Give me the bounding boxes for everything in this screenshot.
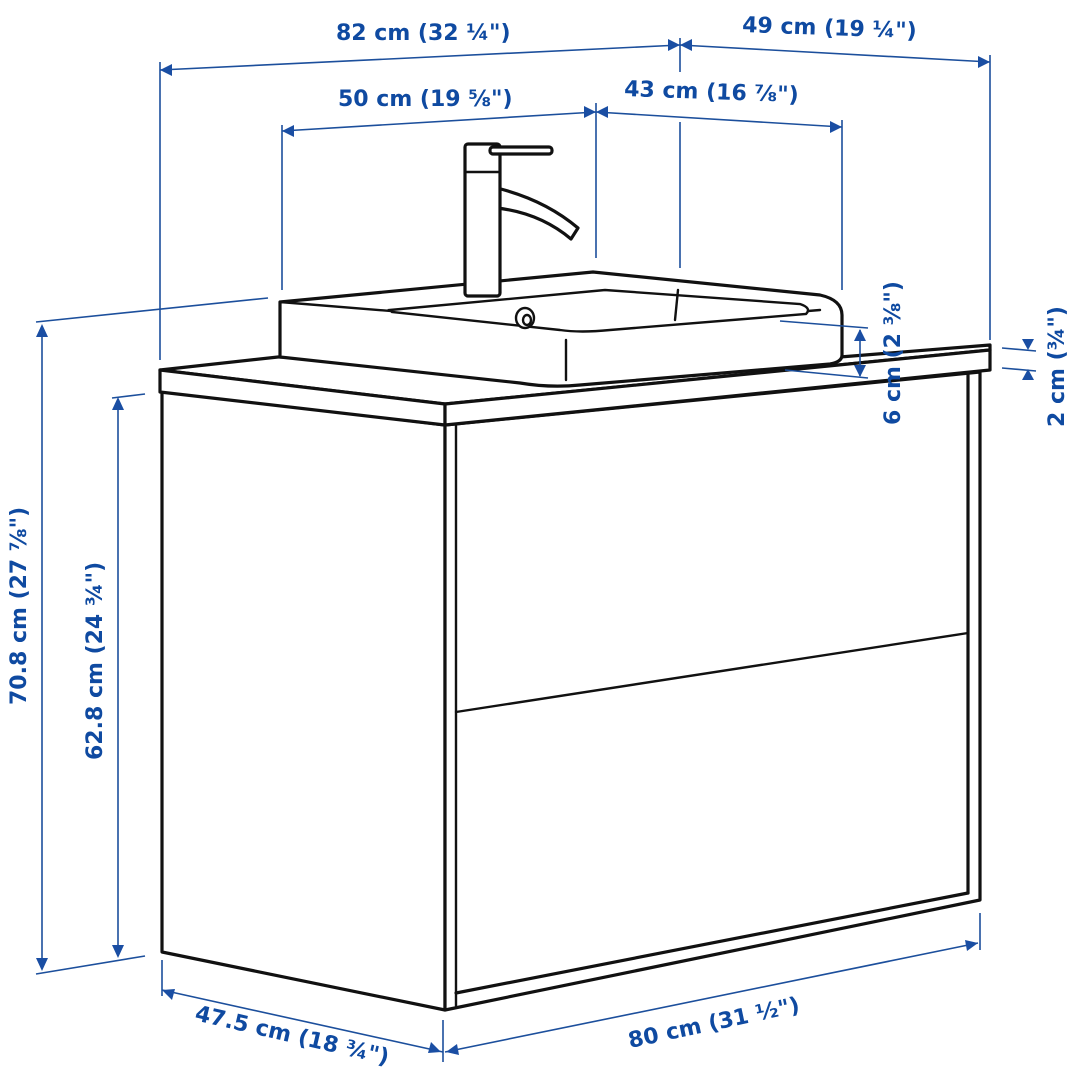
arrow-icon	[112, 945, 124, 958]
arrow-icon	[160, 64, 172, 76]
arrow-icon	[428, 1042, 441, 1053]
cabinet	[160, 370, 982, 1012]
overall-width-dimension-line	[159, 44, 681, 71]
arrow-icon	[854, 365, 866, 377]
total-height-extension-bottom	[35, 955, 146, 975]
bowl-inner-edge	[673, 288, 680, 322]
arrow-icon	[830, 121, 842, 133]
cabinet-height-label: 62.8 cm (24 ¾")	[83, 562, 108, 760]
arrow-icon	[112, 397, 124, 410]
faucet-handle	[488, 145, 554, 156]
cabinet-width-dimension-line	[444, 942, 979, 1053]
arrow-icon	[978, 56, 990, 68]
overall-depth-dimension-line	[679, 44, 991, 63]
arrow-icon	[668, 39, 680, 51]
arrow-icon	[36, 958, 48, 971]
arrow-icon	[446, 1044, 459, 1055]
upper-drawer-bottom-edge	[454, 631, 970, 714]
countertop-extension-top	[1001, 347, 1037, 352]
cabinet-front-frame	[443, 370, 982, 1012]
arrow-icon	[282, 125, 294, 137]
cabinet-depth-label: 47.5 cm (18 ¾")	[193, 1001, 392, 1070]
cabinet-height-extension-top	[111, 393, 146, 399]
arrow-icon	[854, 329, 866, 341]
basin-width-dimension-line	[281, 111, 597, 132]
basin-height-extension-top	[779, 320, 869, 329]
arrow-icon	[1022, 339, 1034, 350]
dimension-lines	[35, 38, 1037, 1062]
basin-depth-label: 43 cm (16 ⅞")	[624, 77, 799, 108]
arrow-icon	[162, 989, 175, 1000]
arrow-icon	[36, 324, 48, 337]
frame-bottom-inner-edge	[454, 891, 970, 995]
total-height-label: 70.8 cm (27 ⅞")	[7, 507, 32, 705]
overall-width-label: 82 cm (32 ¼")	[336, 21, 511, 46]
overall-depth-label: 49 cm (19 ¼")	[742, 13, 917, 44]
drawers	[454, 631, 970, 714]
countertop-extension-bottom	[1001, 367, 1037, 372]
arrow-icon	[680, 39, 692, 51]
drain-icon	[514, 306, 536, 330]
basin-width-label: 50 cm (19 ⅝")	[338, 87, 513, 112]
cabinet-side-panel	[160, 388, 447, 1012]
countertop-thickness-label: 2 cm (¾")	[1045, 306, 1070, 427]
arrow-icon	[965, 940, 978, 951]
basin-height-label: 6 cm (2 ⅜")	[881, 281, 906, 425]
basin-height-extension-bottom	[784, 369, 869, 379]
arrow-icon	[596, 106, 608, 118]
cabinet-depth-dimension-line	[161, 989, 444, 1053]
basin-bowl	[387, 288, 810, 333]
faucet-spout	[495, 186, 580, 241]
washbasin	[278, 270, 844, 388]
countertop-front-face	[443, 348, 992, 427]
arrow-icon	[584, 106, 596, 118]
total-height-extension-top	[35, 297, 269, 323]
cabinet-width-label: 80 cm (31 ½")	[626, 993, 802, 1054]
basin-depth-dimension-line	[595, 111, 843, 128]
faucet-body	[463, 142, 502, 298]
faucet	[463, 142, 580, 298]
arrow-icon	[1022, 369, 1034, 380]
